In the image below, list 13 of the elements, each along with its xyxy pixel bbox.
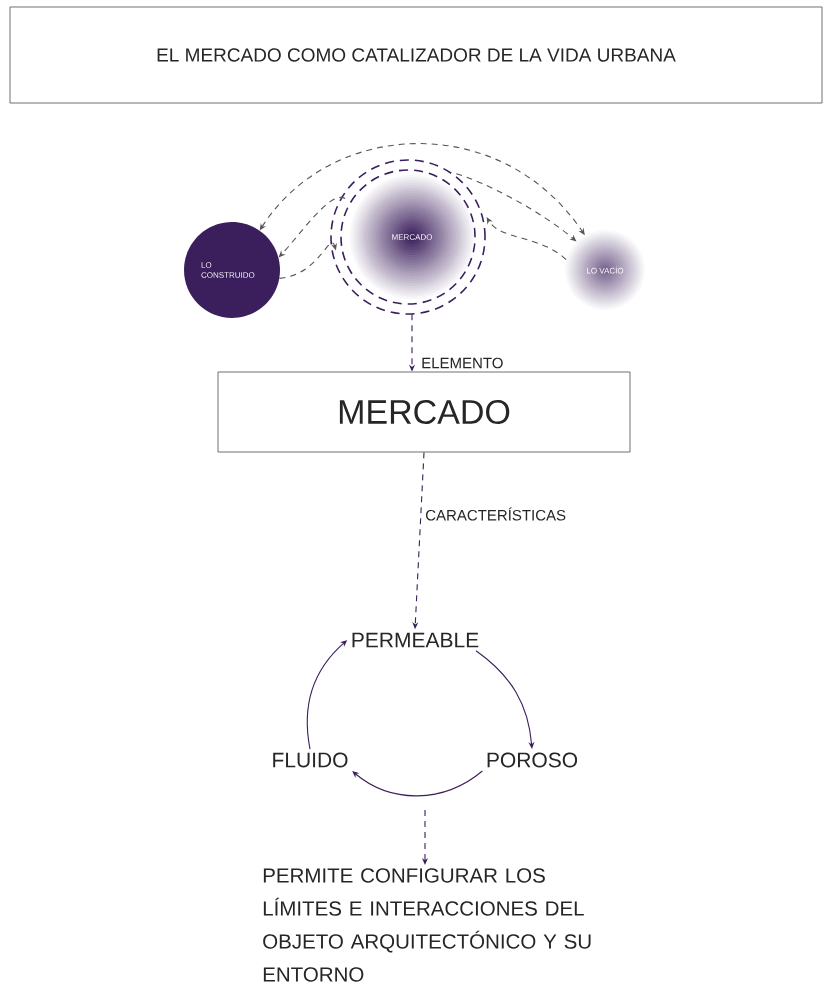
process-box: MERCADO — [217, 371, 631, 453]
arrow — [352, 770, 483, 797]
arrow — [486, 217, 567, 261]
cycle-label: FLUIDO — [273, 752, 348, 768]
arrow — [278, 196, 346, 258]
arrow — [455, 173, 577, 242]
cycle-label: POROSO — [487, 752, 578, 768]
edge-label: CARACTERÍSTICAS — [424, 506, 568, 522]
result-text: PERMITE CONFIGURAR LOS LÍMITES E INTERACCIONES DEL OBJETO ARQUITECTÓNICO Y SU ENTORNO — [263, 868, 591, 982]
edge-label: ELEMENTO — [420, 356, 505, 370]
cycle-label: PERMEABLE — [352, 632, 479, 648]
arrow — [278, 242, 337, 279]
title-box: EL MERCADO COMO CATALIZADOR DE LA VIDA URBANA — [9, 6, 823, 104]
